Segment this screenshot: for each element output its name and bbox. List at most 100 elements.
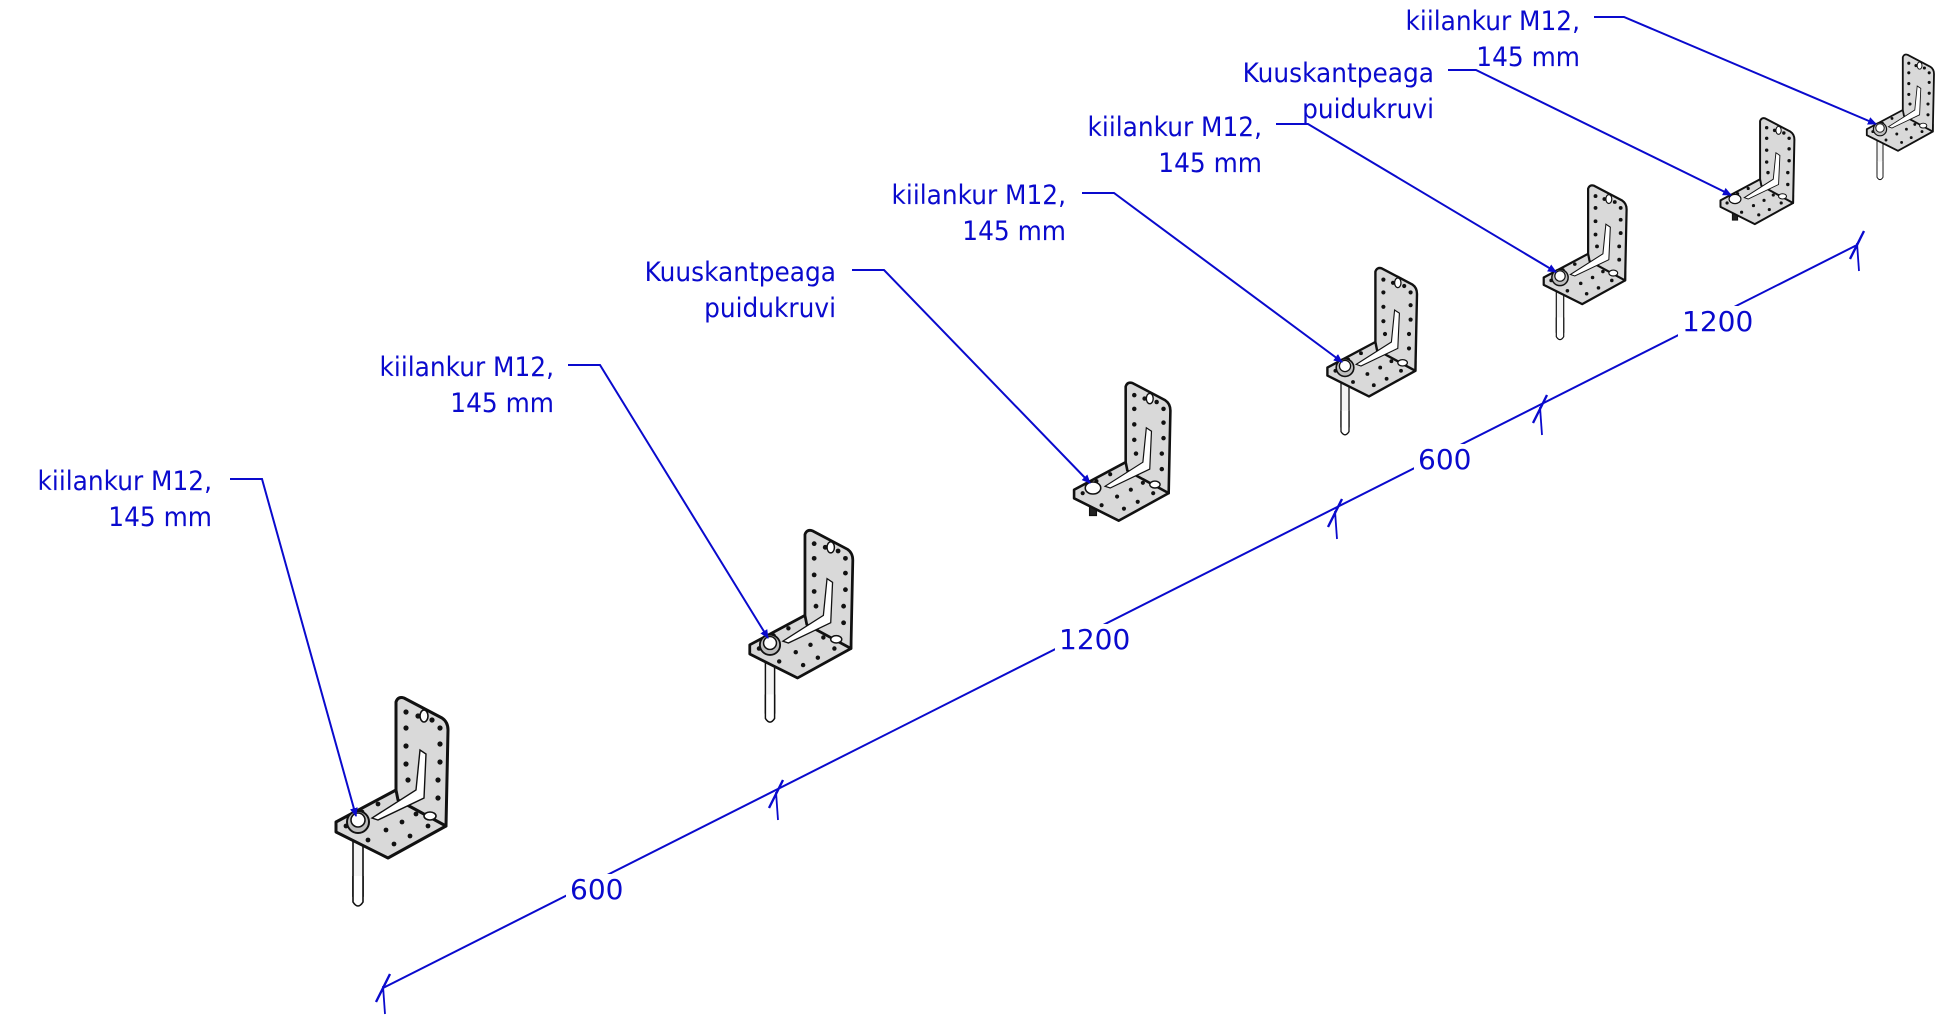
dimension-label-3: 600 [1414, 444, 1476, 476]
callout-5-line1: kiilankur M12, [1087, 112, 1262, 143]
bracket-group [334, 53, 1935, 907]
bracket-hole [1099, 503, 1104, 508]
bracket-hole [1907, 82, 1911, 86]
hex-nut [1338, 359, 1352, 373]
bracket-large-hole [1919, 122, 1928, 129]
bracket-hole [1389, 359, 1394, 364]
bracket-hole [813, 603, 819, 609]
callout-2-line1: kiilankur M12, [379, 352, 554, 383]
bracket-hole [793, 649, 798, 655]
bracket-rib [1569, 223, 1611, 277]
callout-4-line2: 145 mm [962, 216, 1066, 247]
bracket-hole [391, 841, 397, 847]
bracket-hole [1740, 210, 1744, 214]
bracket-hole [1365, 372, 1370, 376]
anchor-tip [352, 876, 364, 907]
bracket-hole [1161, 406, 1166, 412]
bracket-hole [811, 572, 817, 578]
bracket-hole [1408, 303, 1413, 308]
bracket-hole [1132, 437, 1137, 443]
bracket-hole [1890, 116, 1894, 120]
bracket-hole [1787, 136, 1791, 140]
bracket-hole [1764, 126, 1769, 130]
bracket-hole [1128, 487, 1133, 492]
bracket-hole [1725, 201, 1729, 205]
dimension-label-2: 1200 [1055, 624, 1135, 656]
bracket-hole [1406, 331, 1412, 337]
bracket-hole [1140, 480, 1145, 485]
bracket-hole [403, 743, 409, 749]
bracket-hole [437, 741, 443, 747]
extension-line-5 [1856, 242, 1860, 272]
callout-label-3: Kuuskantpeaga puidukruvi [619, 255, 836, 327]
bracket-hole [1764, 148, 1769, 152]
bracket-hole [1133, 451, 1139, 456]
bracket-hole [1762, 198, 1766, 202]
bracket-hole [1161, 420, 1166, 425]
bracket-hole [1595, 244, 1599, 249]
bracket-hole [1593, 205, 1598, 210]
bracket-hole [435, 777, 441, 783]
bracket-hole [1900, 140, 1904, 144]
bracket-hole [437, 759, 443, 765]
bracket-4 [1326, 266, 1419, 436]
bracket-large-hole [1149, 480, 1161, 489]
bracket-hole [1927, 91, 1931, 95]
callout-3-line2: puidukruvi [704, 293, 836, 324]
bracket-hole [808, 642, 813, 648]
bracket-hole [1593, 194, 1598, 199]
bracket-hole [1408, 290, 1413, 295]
callout-label-5: kiilankur M12, 145 mm [1067, 110, 1262, 182]
bracket-hole [1904, 127, 1908, 131]
callout-7-line1: kiilankur M12, [1405, 6, 1580, 37]
bracket-hole [405, 777, 411, 783]
bracket-hole [413, 811, 419, 817]
hex-screw-head [1728, 193, 1742, 205]
callout-label-1: kiilankur M12, 145 mm [17, 464, 212, 536]
anchor-tip [1555, 317, 1565, 341]
leader-line-2 [568, 364, 769, 639]
bracket-hole [1381, 319, 1386, 324]
bracket-hole [800, 662, 806, 668]
extension-line-4 [1539, 406, 1543, 436]
bracket-hole [1359, 351, 1363, 356]
bracket-large-hole [1393, 277, 1402, 289]
bracket-hole [841, 620, 846, 626]
bracket-hole [1378, 365, 1383, 370]
bracket-hole [437, 725, 443, 731]
bracket-large-hole [419, 709, 429, 723]
bracket-hole [1782, 131, 1786, 135]
callout-label-4: kiilankur M12, 145 mm [876, 178, 1066, 250]
bracket-rib [1103, 426, 1153, 489]
bracket-hole [1593, 219, 1598, 224]
bracket-1 [334, 696, 450, 907]
anchor-tip [764, 694, 776, 723]
bracket-hole [1907, 71, 1911, 75]
bracket-large-hole [1397, 358, 1409, 367]
bracket-hole [1926, 102, 1930, 106]
bracket-hole [403, 725, 409, 731]
bracket-hole [1381, 290, 1386, 295]
bracket-hole [1779, 201, 1783, 205]
bracket-hole [811, 589, 817, 594]
bracket-rib [781, 577, 834, 644]
bracket-hole [1584, 291, 1589, 296]
bracket-hole [1573, 262, 1577, 266]
extension-line-3 [1334, 510, 1338, 540]
bracket-hole [1927, 80, 1931, 84]
bracket-6 [1719, 117, 1796, 226]
bracket-hole [1408, 317, 1413, 322]
bracket-hole [1895, 132, 1899, 136]
hex-nut [762, 635, 778, 651]
bracket-hole [403, 761, 409, 767]
bracket-hole [1565, 289, 1570, 293]
bracket-hole [1907, 92, 1911, 96]
bracket-hole [1115, 494, 1120, 499]
bracket-hole [1610, 278, 1614, 283]
dimension-label-1: 600 [566, 874, 628, 906]
bracket-5 [1542, 184, 1628, 341]
bracket-hole [1920, 130, 1924, 134]
bracket-hole [1618, 217, 1623, 222]
bracket-hole [1381, 277, 1386, 282]
callout-1-line2: 145 mm [108, 502, 212, 533]
